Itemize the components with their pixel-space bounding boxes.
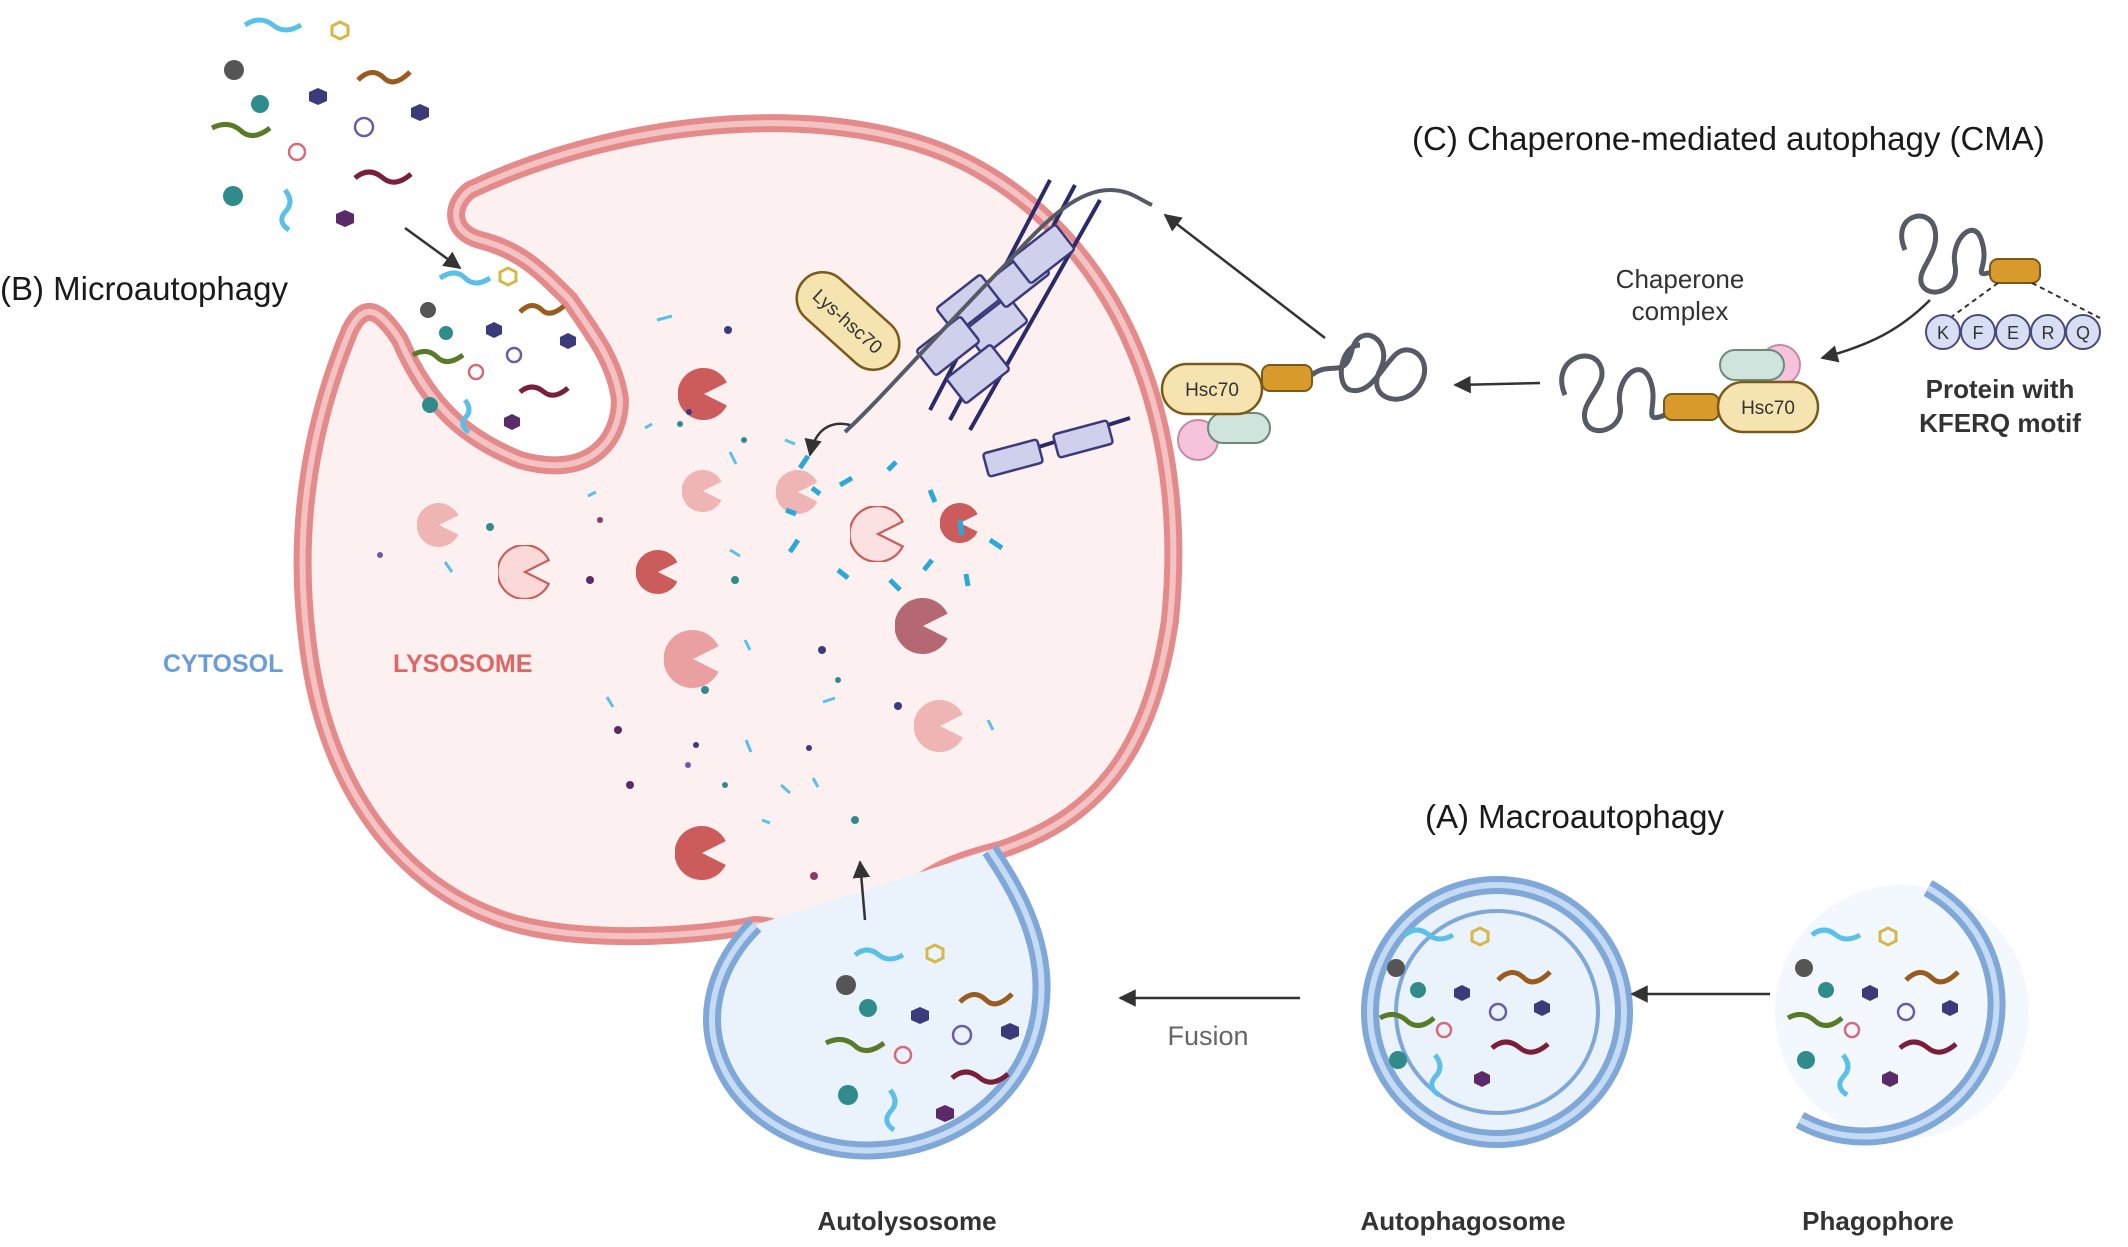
hsc70-complex-label: Hsc70 (1741, 398, 1795, 419)
autophagosome-label: Autophagosome (1360, 1206, 1565, 1236)
lamp2a-channel: Lys-hsc70 (795, 179, 1153, 457)
lysosome-label: LYSOSOME (393, 650, 532, 678)
chaperone-complex-label-2: complex (1632, 296, 1729, 326)
phagophore (1775, 880, 2029, 1146)
lys-hsc70-box (795, 270, 901, 372)
hsc70-complex-box (1716, 380, 1820, 434)
cma-receptor: Hsc70 (982, 213, 1541, 478)
autolysosome-cargo (824, 943, 1019, 1133)
motif-r: R (2042, 323, 2055, 343)
heading-cma: (C) Chaperone-mediated autophagy (CMA) (1412, 120, 2045, 157)
fusion-label: Fusion (1167, 1021, 1248, 1051)
motif-beads: K F E R Q (1925, 314, 2101, 350)
lysosome-membrane-inner (299, 120, 1177, 940)
protein-kferq-label-1: Protein with (1926, 374, 2075, 404)
heading-micro: (B) Microautophagy (0, 270, 288, 307)
chaperone-complex-label-1: Chaperone (1616, 264, 1745, 294)
autolysosome-label: Autolysosome (817, 1206, 996, 1236)
heading-macro: (A) Macroautophagy (1425, 798, 1724, 835)
unfolding-ring (785, 454, 1004, 592)
chaperone-complex: Chaperone complex Hsc70 (1559, 264, 1820, 434)
degraded-dots (377, 326, 902, 880)
hsc70-membrane-label: Hsc70 (1185, 380, 1239, 401)
micro-cargo (411, 266, 576, 435)
kferq-protein: K F E R Q Protein with KFERQ motif (1820, 213, 2101, 438)
motif-e: E (2007, 323, 2019, 343)
autophagosome (1361, 876, 1633, 1148)
motif-q: Q (2076, 323, 2090, 343)
cytosol-label: CYTOSOL (163, 650, 283, 678)
phagophore-cargo (1786, 926, 1960, 1098)
motif-k: K (1937, 323, 1949, 343)
protein-kferq-label-2: KFERQ motif (1919, 408, 2081, 438)
hsc70-membrane-box (1160, 362, 1264, 416)
autophagosome-cargo (1378, 926, 1552, 1098)
phagophore-label: Phagophore (1802, 1206, 1954, 1236)
motif-f: F (1973, 323, 1984, 343)
cytosol-cargo-top (210, 17, 462, 270)
degraded-fragments (443, 314, 995, 825)
autolysosome (703, 845, 1051, 1160)
